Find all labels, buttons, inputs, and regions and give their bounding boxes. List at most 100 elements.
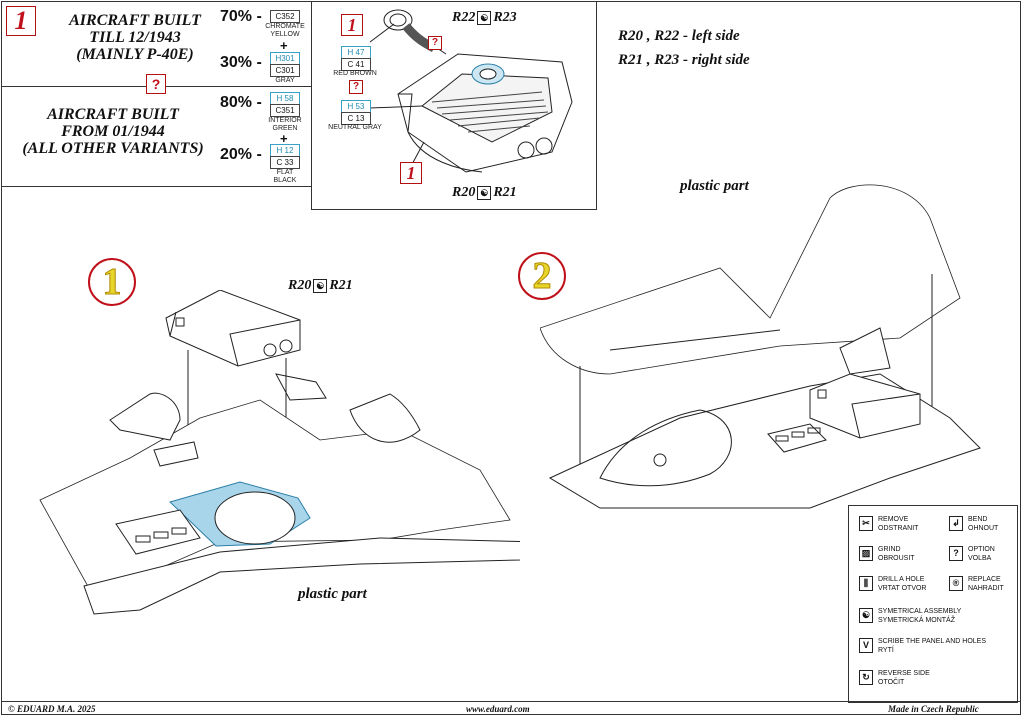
- option-icon: ?: [949, 546, 963, 561]
- color-pct: 80% -: [220, 94, 262, 111]
- side-note: R20 , R22 - left side: [618, 28, 740, 44]
- color-name-line: FLAT: [276, 169, 294, 176]
- part-label: R23: [493, 10, 517, 25]
- grind-icon: ▨: [859, 546, 873, 561]
- footer-website[interactable]: www.eduard.com: [466, 704, 530, 714]
- variant-1-badge: 1: [6, 6, 36, 36]
- legend-text: VRTAT OTVOR: [878, 584, 927, 592]
- part-label: R20: [452, 185, 476, 200]
- color-code: C351: [270, 104, 300, 117]
- footer-divider: [2, 701, 1020, 702]
- color-name: RED BROWN: [333, 70, 377, 77]
- color-pct: 30% -: [220, 54, 262, 71]
- step-2-illustration: [540, 184, 981, 509]
- side-note: R21 , R23 - right side: [618, 52, 750, 68]
- color-name: CHROMATE YELLOW: [252, 23, 318, 39]
- symmetrical-icon: ☯: [859, 608, 873, 623]
- variant-1-title-line: (MAINLY P-40E): [76, 46, 194, 63]
- detail-badge-1b: 1: [400, 162, 422, 184]
- part-label: R21: [329, 278, 353, 293]
- color-code: C 41: [341, 58, 371, 71]
- variant-1-title-line: AIRCRAFT BUILT: [69, 12, 201, 29]
- part-label: R20: [288, 278, 312, 293]
- variant-2-badge: ?: [146, 74, 166, 94]
- part-label: R21: [493, 185, 517, 200]
- legend-text: VOLBA: [968, 554, 992, 562]
- color-pct: 20% -: [220, 146, 262, 163]
- color-code: C 33: [270, 156, 300, 169]
- part-label: R22: [452, 10, 476, 25]
- step-2-number: 2: [518, 252, 566, 300]
- legend-text: OTOČIT: [878, 678, 905, 686]
- detail-box: [311, 2, 597, 210]
- color-name-line: YELLOW: [270, 31, 300, 38]
- color-name-line: INTERIOR: [268, 117, 302, 124]
- color-name-line: GREEN: [272, 125, 298, 132]
- detail-illustration: [369, 9, 573, 173]
- scribe-icon: V: [859, 638, 873, 653]
- symmetrical-icon: ☯: [313, 278, 328, 293]
- legend-text: REPLACE: [968, 576, 1001, 583]
- step-1-number: 1: [88, 258, 136, 306]
- footer-copyright: © EDUARD M.A. 2025: [8, 704, 96, 714]
- plus-sign: +: [280, 38, 288, 53]
- legend-text: OBROUSIT: [878, 554, 915, 562]
- color-name: INTERIOR GREEN: [252, 117, 318, 133]
- legend-text: SYMETRICAL ASSEMBLY: [878, 608, 962, 615]
- variant-1-title: AIRCRAFT BUILT TILL 12/1943 (MAINLY P-40…: [40, 12, 230, 63]
- variant-2-title-line: (ALL OTHER VARIANTS): [22, 140, 204, 157]
- legend-text: BEND: [968, 516, 988, 523]
- detail-badge-1: 1: [341, 14, 363, 36]
- symmetrical-icon: ☯: [477, 10, 492, 25]
- step-1-label: R20☯R21: [288, 278, 353, 294]
- detail-bottom-label: R20☯R21: [452, 185, 517, 201]
- plus-sign: +: [280, 131, 288, 146]
- reverse-icon: ↻: [859, 670, 873, 685]
- legend-text: GRIND: [878, 546, 901, 553]
- step-1-illustration: [39, 290, 520, 615]
- color-name: FLAT BLACK: [252, 169, 318, 185]
- color-code: C301: [270, 64, 300, 77]
- legend-text: OHNOUT: [968, 524, 999, 532]
- footer-made-in: Made in Czech Republic: [888, 704, 979, 714]
- symmetrical-icon: ☯: [477, 185, 492, 200]
- replace-icon: ®: [949, 576, 963, 591]
- color-name-line: CHROMATE: [265, 23, 305, 30]
- variant-2-title: AIRCRAFT BUILT FROM 01/1944 (ALL OTHER V…: [6, 106, 220, 157]
- variant-2-title-line: FROM 01/1944: [61, 123, 165, 140]
- color-name: GRAY: [275, 77, 295, 84]
- bend-icon: ↲: [949, 516, 963, 531]
- detail-option-mark: ?: [428, 36, 442, 50]
- drill-icon: ⫼: [859, 576, 873, 591]
- detail-option-mark: ?: [349, 80, 363, 94]
- step-1-plastic-part: plastic part: [298, 586, 367, 602]
- color-name-line: BLACK: [273, 177, 297, 184]
- legend-text: OPTION: [968, 546, 995, 553]
- color-code: C 13: [341, 112, 371, 125]
- remove-icon: ✂: [859, 516, 873, 531]
- variant-2-title-line: AIRCRAFT BUILT: [47, 106, 179, 123]
- color-code: C352: [270, 10, 300, 23]
- legend-text: REMOVE: [878, 516, 909, 523]
- legend-text: SCRIBE THE PANEL AND HOLES: [878, 638, 987, 645]
- color-name: NEUTRAL GRAY: [328, 124, 382, 131]
- legend-text: ODSTRANIT: [878, 524, 919, 532]
- legend-text: NAHRADIT: [968, 584, 1004, 592]
- variant-1-title-line: TILL 12/1943: [89, 29, 181, 46]
- step-2-plastic-part: plastic part: [680, 178, 749, 194]
- legend-text: RYTÍ: [878, 646, 894, 654]
- legend-text: SYMETRICKÁ MONTÁŽ: [878, 616, 956, 624]
- detail-top-label: R22☯R23: [452, 10, 517, 26]
- legend-text: REVERSE SIDE: [878, 670, 930, 677]
- color-pct: 70% -: [220, 8, 262, 25]
